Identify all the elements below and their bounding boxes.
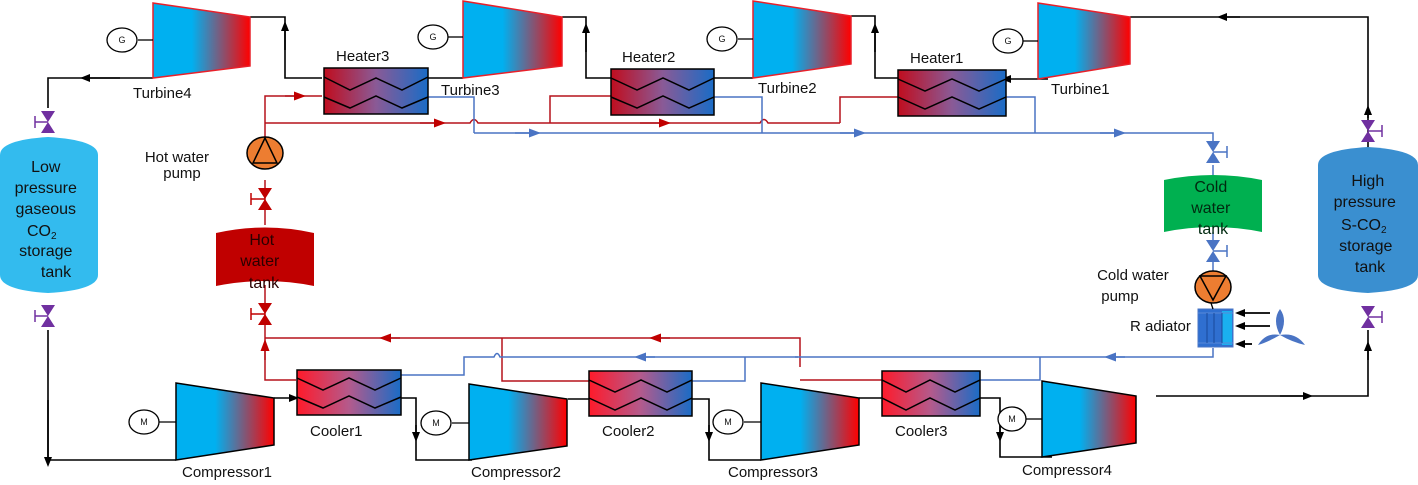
cooler-3[interactable]: Cooler3: [881, 370, 981, 440]
heater-label: Heater3: [336, 48, 389, 65]
co2-pipes: [44, 13, 1372, 467]
valve-hot-water-top[interactable]: [250, 188, 272, 210]
turbine-label: Turbine3: [441, 82, 500, 99]
heater-3[interactable]: Heater3: [323, 48, 429, 115]
svg-text:M: M: [140, 417, 148, 427]
valve-high-tank-top[interactable]: [1361, 120, 1383, 142]
valve-low-tank-bottom[interactable]: [34, 305, 55, 327]
compressor-1[interactable]: M Compressor1: [128, 382, 275, 481]
generator-icon: [106, 27, 138, 53]
heater-label: Heater1: [910, 50, 963, 67]
tank-label: Hot water tank: [239, 232, 284, 292]
svg-text:M: M: [724, 417, 732, 427]
tank-label: High pressure S-CO2 storage tank: [1334, 173, 1401, 276]
cooler-2[interactable]: Cooler2: [588, 370, 693, 440]
pump-label: Cold water pump: [1097, 267, 1173, 305]
valve-high-tank-bottom[interactable]: [1361, 306, 1383, 328]
valve-cold-water-bottom[interactable]: [1206, 240, 1228, 262]
cold-water-tank[interactable]: Cold water tank: [1164, 175, 1262, 238]
cooler-label: Cooler1: [310, 423, 363, 440]
valve-hot-water-bottom[interactable]: [250, 303, 272, 325]
airflow-arrows: [1235, 309, 1270, 348]
generator-icon: [992, 28, 1024, 54]
compressor-2[interactable]: M Compressor2: [420, 383, 568, 481]
compressor-label: Compressor3: [728, 464, 818, 481]
tank-label: Low pressure gaseous CO2 storage tank: [15, 159, 82, 281]
pump-icon: [246, 136, 284, 170]
valve-low-tank-top[interactable]: [34, 111, 55, 133]
svg-text:M: M: [432, 418, 440, 428]
svg-text:M: M: [1008, 414, 1016, 424]
generator-icon: [706, 26, 738, 52]
compressor-label: Compressor1: [182, 464, 272, 481]
cold-water-pump[interactable]: Cold water pump: [1097, 267, 1232, 305]
pipe-heater3-to-t4: [250, 16, 322, 79]
radiator-label: R adiator: [1130, 318, 1191, 335]
turbine-label: Turbine4: [133, 85, 192, 102]
hot-water-tank[interactable]: Hot water tank: [216, 227, 314, 293]
compressor-label: Compressor4: [1022, 462, 1112, 479]
heater-label: Heater2: [622, 49, 675, 66]
motor-icon: [128, 409, 160, 435]
pipe-high-tank-to-t1: [1130, 16, 1369, 150]
turbine-4[interactable]: G Turbine4: [106, 2, 251, 102]
motor-icon: [420, 410, 452, 436]
fan-icon: [1258, 309, 1305, 345]
svg-text:G: G: [718, 34, 725, 44]
turbine-1[interactable]: G Turbine1: [992, 2, 1131, 98]
motor-icon: [997, 406, 1027, 432]
motor-icon: [712, 409, 744, 435]
low-pressure-co2-tank[interactable]: Low pressure gaseous CO2 storage tank: [0, 137, 98, 293]
hot-water-pump[interactable]: Hot water pump: [145, 136, 284, 182]
pipe-low-tank-to-c1: [47, 330, 176, 461]
pump-label: Hot water pump: [145, 149, 213, 182]
hot-water-pipes: [260, 91, 898, 382]
cooler-1[interactable]: Cooler1: [296, 369, 402, 440]
svg-text:G: G: [118, 35, 125, 45]
compressor-4[interactable]: M Compressor4: [997, 380, 1137, 479]
cooler-label: Cooler3: [895, 423, 948, 440]
compressor-3[interactable]: M Compressor3: [712, 382, 860, 481]
compressor-label: Compressor2: [471, 464, 561, 481]
heater-1[interactable]: Heater1: [897, 50, 1007, 117]
generator-icon: [417, 24, 449, 50]
valve-cold-water-top[interactable]: [1206, 141, 1228, 163]
tank-label: Cold water tank: [1190, 179, 1235, 238]
heater-2[interactable]: Heater2: [610, 49, 715, 116]
turbine-label: Turbine1: [1051, 81, 1110, 98]
svg-text:G: G: [429, 32, 436, 42]
radiator[interactable]: R adiator: [1130, 302, 1234, 348]
cooler-label: Cooler2: [602, 423, 655, 440]
turbine-3[interactable]: G Turbine3: [417, 0, 563, 99]
turbine-label: Turbine2: [758, 80, 817, 97]
high-pressure-sco2-tank[interactable]: High pressure S-CO2 storage tank: [1318, 147, 1418, 293]
svg-text:G: G: [1004, 36, 1011, 46]
turbine-2[interactable]: G Turbine2: [706, 0, 852, 97]
pump-icon: [1194, 270, 1232, 304]
